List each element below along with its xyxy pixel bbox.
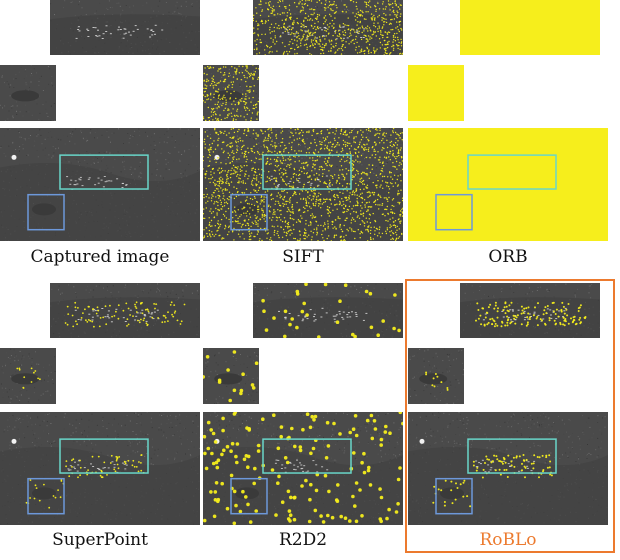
captured-blue-crop (0, 65, 56, 121)
sift-full-image-graphic (203, 128, 403, 241)
caption-roblo: RoBLo (479, 530, 537, 550)
sift-teal-crop-graphic (253, 0, 403, 55)
roblo-blue-crop-graphic (408, 348, 464, 404)
superpoint-teal-crop (50, 283, 200, 338)
caption-captured-image: Captured image (30, 247, 170, 267)
orb-teal-crop (460, 0, 600, 55)
superpoint-full-image (0, 412, 200, 525)
sift-full-image (203, 128, 403, 241)
r2d2-blue-crop-graphic (203, 348, 259, 404)
roblo-blue-crop (408, 348, 464, 404)
caption-sift: SIFT (282, 247, 324, 267)
r2d2-blue-crop (203, 348, 259, 404)
caption-superpoint: SuperPoint (52, 530, 148, 550)
captured-teal-crop-graphic (50, 0, 200, 55)
r2d2-teal-crop (253, 283, 403, 338)
sift-blue-crop-graphic (203, 65, 259, 121)
r2d2-teal-crop-graphic (253, 283, 403, 338)
captured-teal-crop (50, 0, 200, 55)
r2d2-full-image-graphic (203, 412, 403, 525)
orb-full-image (408, 128, 608, 241)
orb-blue-crop (408, 65, 464, 121)
orb-teal-crop-graphic (460, 0, 600, 55)
superpoint-blue-crop (0, 348, 56, 404)
caption-r2d2: R2D2 (278, 530, 328, 550)
superpoint-blue-crop-graphic (0, 348, 56, 404)
captured-blue-crop-graphic (0, 65, 56, 121)
orb-full-image-graphic (408, 128, 608, 241)
sift-blue-crop (203, 65, 259, 121)
roblo-highlight-frame (405, 279, 615, 553)
roblo-full-image-graphic (408, 412, 608, 525)
r2d2-full-image (203, 412, 403, 525)
superpoint-teal-crop-graphic (50, 283, 200, 338)
roblo-teal-crop-graphic (460, 283, 600, 338)
sift-teal-crop (253, 0, 403, 55)
captured-full-image-graphic (0, 128, 200, 241)
captured-full-image (0, 128, 200, 241)
orb-blue-crop-graphic (408, 65, 464, 121)
caption-orb: ORB (488, 247, 528, 267)
roblo-full-image (408, 412, 608, 525)
superpoint-full-image-graphic (0, 412, 200, 525)
roblo-teal-crop (460, 283, 600, 338)
